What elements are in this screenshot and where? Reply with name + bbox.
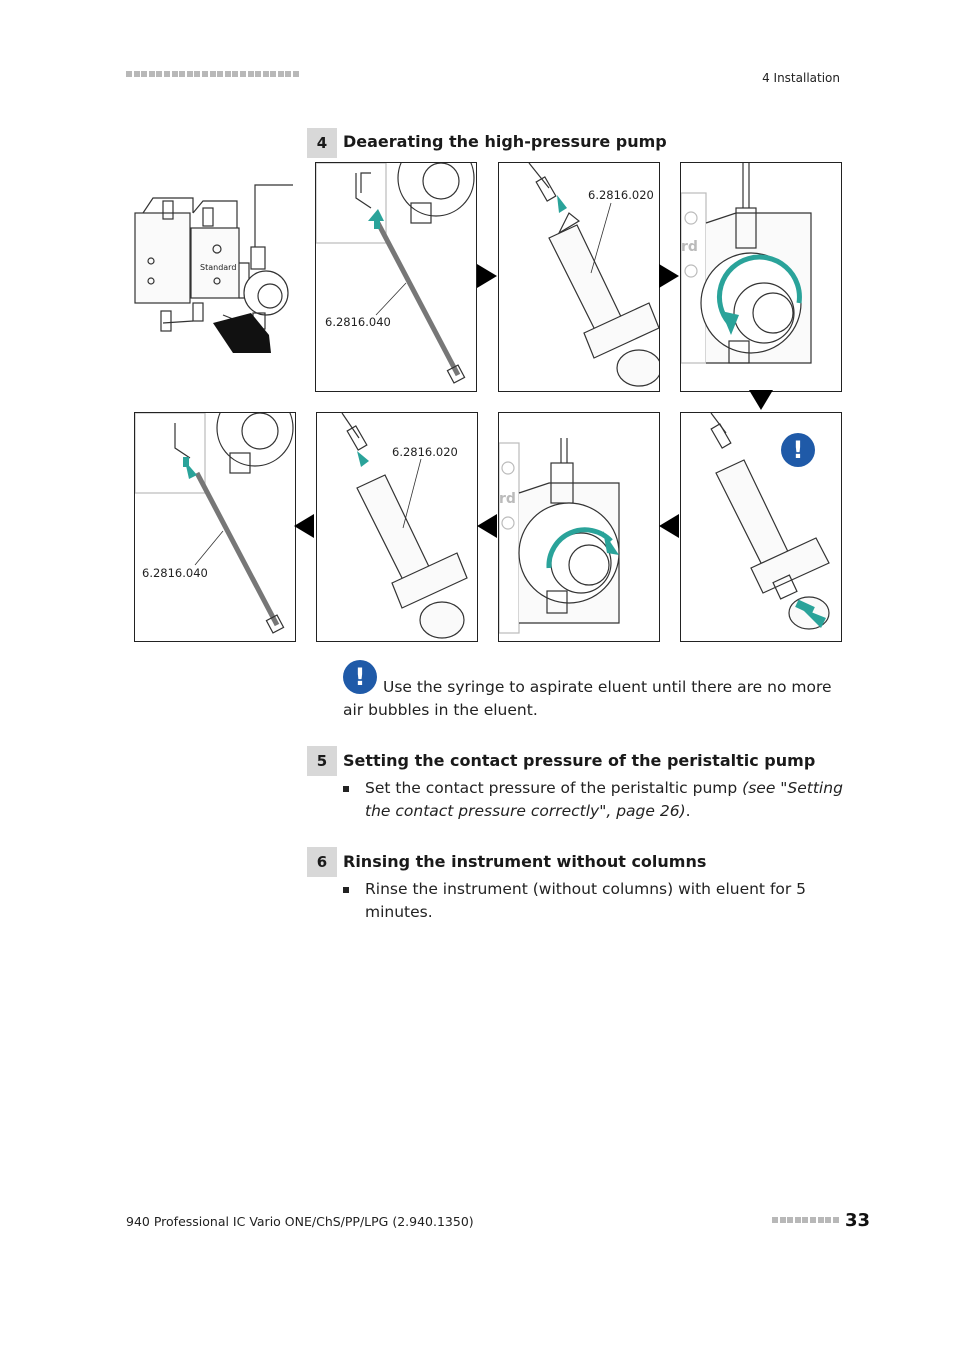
header-decor-bar (126, 71, 306, 81)
part-number-label: 6.2816.020 (588, 188, 654, 202)
rd-label: rd (681, 239, 698, 255)
footer-product: 940 Professional IC Vario ONE/ChS/PP/LPG… (126, 1214, 474, 1229)
panel-pull-plunger: ! (680, 412, 842, 642)
panel-insert-rod: 6.2816.040 (315, 162, 477, 392)
sequence-arrow-icon (477, 264, 497, 288)
sequence-arrow-icon (477, 514, 497, 538)
bullet-text: Set the contact pressure of the peristal… (365, 779, 743, 797)
sequence-arrow-icon (294, 514, 314, 538)
part-number-label: 6.2816.020 (392, 445, 458, 459)
rd-label: rd (499, 491, 516, 507)
step-title: Rinsing the instrument without columns (343, 852, 707, 871)
panel-close-valve: rd (498, 412, 660, 642)
part-number-label: 6.2816.040 (142, 566, 208, 580)
page-number: 33 (845, 1210, 871, 1231)
step-number: 6 (307, 847, 337, 877)
sequence-arrow-icon (659, 264, 679, 288)
bullet-text-end: . (685, 802, 691, 820)
exclamation-info-icon: ! (343, 660, 377, 694)
part-number-label: 6.2816.040 (325, 315, 391, 329)
bullet-text: Rinse the instrument (without columns) w… (365, 880, 807, 921)
panel-open-valve: rd (680, 162, 842, 392)
warning-text: Use the syringe to aspirate eluent until… (343, 678, 832, 719)
step-title: Deaerating the high-pressure pump (343, 132, 667, 151)
panel-detach-syringe: 6.2816.020 (316, 412, 478, 642)
step-number: 5 (307, 746, 337, 776)
standard-label: Standard (200, 263, 236, 272)
bullet-icon (343, 786, 349, 792)
exclamation-info-icon: ! (781, 433, 815, 467)
footer-decor-bar (772, 1217, 842, 1227)
list-item: Rinse the instrument (without columns) w… (343, 878, 865, 924)
cross-reference-link[interactable]: (see "Setting the contact pressure corre… (365, 779, 843, 820)
step-title: Setting the contact pressure of the peri… (343, 751, 816, 770)
sequence-arrow-icon (659, 514, 679, 538)
panel-attach-syringe: 6.2816.020 (498, 162, 660, 392)
panel-remove-rod: 6.2816.040 (134, 412, 296, 642)
sequence-arrow-icon (749, 390, 773, 410)
step-number: 4 (307, 128, 337, 158)
overview-illustration: Standard (133, 163, 295, 393)
bullet-icon (343, 887, 349, 893)
header-section-title: 4 Installation (762, 71, 840, 85)
list-item: Set the contact pressure of the peristal… (343, 777, 853, 823)
